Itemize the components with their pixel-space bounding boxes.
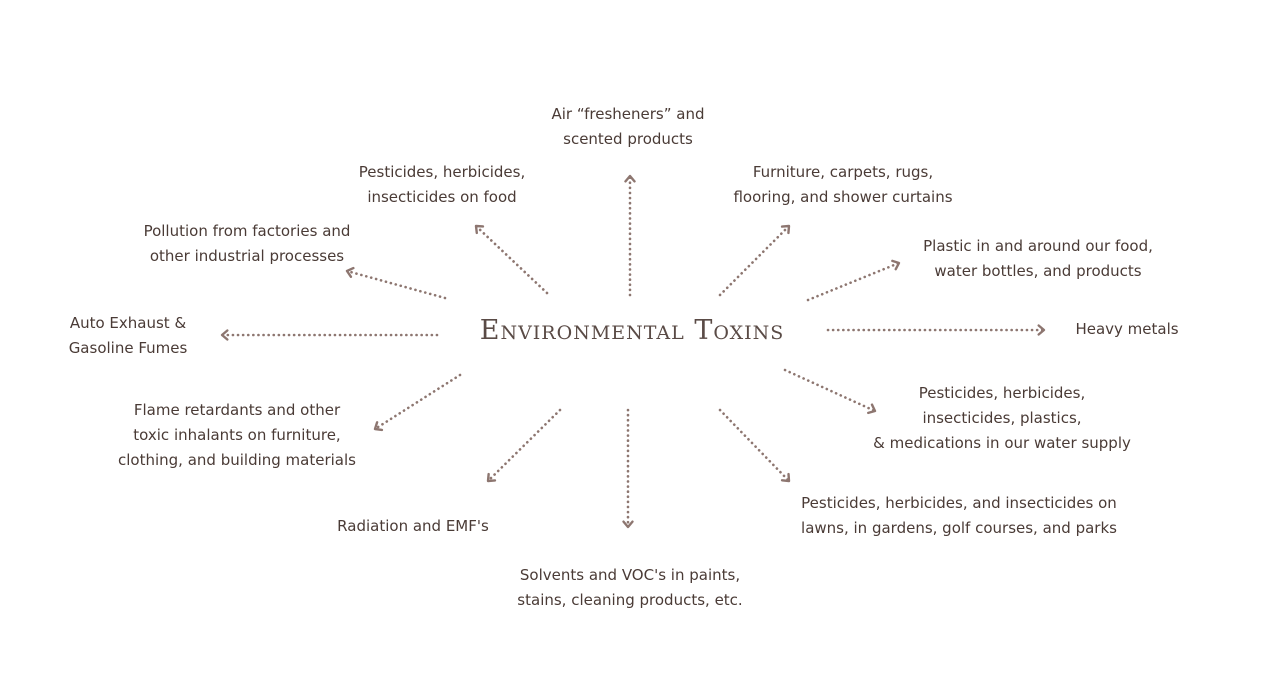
label-line: Pesticides, herbicides,: [358, 163, 526, 181]
arrow-to-flame-retardants: [373, 373, 462, 432]
label-line: insecticides on food: [367, 188, 517, 206]
label-line: Plastic in and around our food,: [923, 237, 1153, 255]
arrowhead: [624, 174, 636, 183]
arrow-to-solvents: [622, 408, 634, 529]
arrow-to-radiation: [486, 408, 562, 483]
label-furniture: Furniture, carpets, rugs, flooring, and …: [733, 160, 952, 210]
arrow-to-furniture: [718, 224, 791, 297]
label-line: & medications in our water supply: [873, 434, 1131, 452]
label-line: Flame retardants and other: [133, 401, 341, 419]
label-line: Solvents and VOC's in paints,: [519, 566, 741, 584]
arrowhead: [867, 403, 877, 415]
arrow-to-heavy-metals: [826, 324, 1046, 336]
label-air-fresheners: Air “fresheners” and scented products: [552, 102, 705, 152]
arrow-to-plastic: [806, 259, 901, 302]
arrowhead: [891, 259, 901, 271]
label-line: clothing, and building materials: [118, 451, 356, 469]
label-line: Pesticides, herbicides,: [918, 384, 1086, 402]
arrowhead: [373, 421, 384, 432]
arrowhead: [622, 520, 634, 529]
label-water-supply: Pesticides, herbicides, insecticides, pl…: [873, 381, 1131, 456]
label-line: Radiation and EMF's: [337, 517, 489, 535]
arrowhead: [474, 224, 485, 235]
label-line: insecticides, plastics,: [922, 409, 1082, 427]
label-line: scented products: [563, 130, 693, 148]
label-line: Furniture, carpets, rugs,: [752, 163, 934, 181]
label-pesticides-lawns: Pesticides, herbicides, and insecticides…: [801, 491, 1117, 541]
label-radiation: Radiation and EMF's: [337, 514, 489, 539]
arrow-to-pesticides-lawns: [718, 408, 791, 483]
label-auto-exhaust: Auto Exhaust & Gasoline Fumes: [69, 311, 188, 361]
label-line: Auto Exhaust &: [69, 314, 187, 332]
label-line: Air “fresheners” and: [551, 105, 705, 123]
arrow-to-air-fresheners: [624, 174, 636, 297]
label-line: flooring, and shower curtains: [733, 188, 953, 206]
label-pollution: Pollution from factories and other indus…: [144, 219, 351, 269]
label-line: Pollution from factories and: [143, 222, 351, 240]
label-line: other industrial processes: [149, 247, 345, 265]
label-plastic: Plastic in and around our food, water bo…: [923, 234, 1153, 284]
arrow-to-water-supply: [783, 368, 877, 415]
label-heavy-metals: Heavy metals: [1075, 317, 1178, 342]
arrowhead: [220, 329, 229, 341]
arrowhead: [780, 224, 791, 235]
arrowhead: [780, 472, 791, 483]
arrow-to-pesticides-food: [474, 224, 549, 295]
label-line: Pesticides, herbicides, and insecticides…: [801, 494, 1117, 512]
arrow-to-auto-exhaust: [220, 329, 439, 341]
label-line: lawns, in gardens, golf courses, and par…: [801, 519, 1117, 537]
label-line: stains, cleaning products, etc.: [517, 591, 743, 609]
label-line: water bottles, and products: [934, 262, 1142, 280]
label-solvents: Solvents and VOC's in paints, stains, cl…: [517, 563, 742, 613]
label-line: Heavy metals: [1075, 320, 1179, 338]
label-line: Gasoline Fumes: [68, 339, 188, 357]
diagram-title: Environmental Toxins: [479, 315, 785, 346]
label-pesticides-food: Pesticides, herbicides, insecticides on …: [359, 160, 525, 210]
arrowhead: [345, 266, 355, 278]
label-flame-retardants: Flame retardants and other toxic inhalan…: [118, 398, 356, 473]
arrowhead: [486, 472, 497, 483]
arrow-to-pollution: [345, 266, 447, 300]
arrowhead: [1037, 324, 1046, 336]
label-line: toxic inhalants on furniture,: [133, 426, 341, 444]
